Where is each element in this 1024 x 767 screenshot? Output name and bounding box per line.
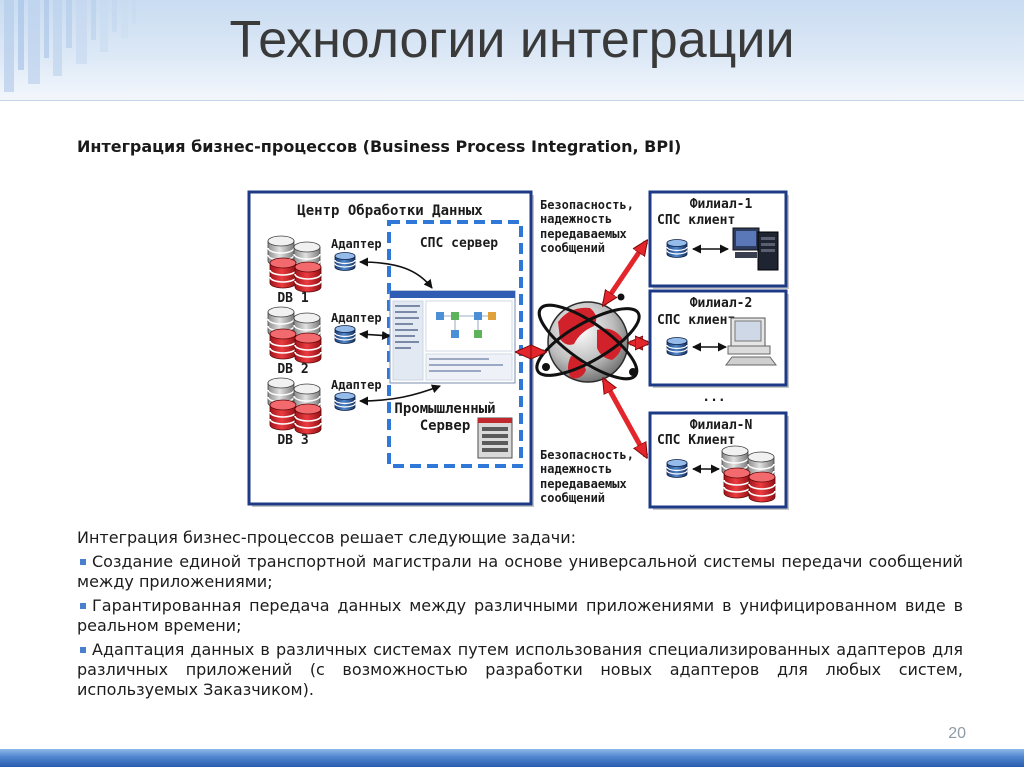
security-note-line: передаваемых bbox=[540, 477, 627, 491]
database-label: DB 2 bbox=[277, 362, 308, 377]
adapter-icon bbox=[667, 240, 687, 258]
branch-ellipsis: ... bbox=[702, 390, 725, 405]
footer-band bbox=[0, 749, 1024, 767]
security-note-line: сообщений bbox=[540, 241, 605, 255]
adapter-label: Адаптер bbox=[331, 237, 382, 251]
branch-title: Филиал-1 bbox=[690, 197, 753, 212]
link-arrow-branch-n bbox=[604, 380, 646, 456]
link-arrow-branch-1 bbox=[604, 242, 646, 304]
adapter-icon bbox=[335, 253, 355, 271]
security-note-line: надежность bbox=[540, 462, 612, 476]
bullet-marker-icon bbox=[80, 647, 86, 653]
data-center-title: Центр Обработки Данных bbox=[297, 203, 483, 219]
security-note-line: сообщений bbox=[540, 491, 605, 505]
security-note-line: надежность bbox=[540, 212, 612, 226]
branch-2-box: Филиал-2 СПС клиент bbox=[650, 291, 789, 388]
tasks-intro: Интеграция бизнес-процессов решает следу… bbox=[77, 528, 963, 548]
server-icon bbox=[478, 418, 512, 458]
branch-client-label: СПС клиент bbox=[657, 313, 735, 328]
security-note-line: Безопасность, bbox=[540, 448, 634, 462]
sps-server-screenshot bbox=[390, 291, 515, 383]
globe-icon bbox=[528, 293, 647, 391]
tasks-section: Интеграция бизнес-процессов решает следу… bbox=[77, 528, 963, 700]
list-item-text: Адаптация данных в различных системах пу… bbox=[77, 640, 963, 699]
list-item: Гарантированная передача данных между ра… bbox=[77, 596, 963, 636]
bullet-marker-icon bbox=[80, 603, 86, 609]
adapter-icon bbox=[667, 460, 687, 478]
industrial-server-label-line1: Промышленный bbox=[394, 401, 495, 417]
branch-n-box: Филиал-N СПС Клиент bbox=[650, 413, 789, 510]
security-note-bottom: Безопасность, надежность передаваемых со… bbox=[540, 448, 634, 505]
page-number: 20 bbox=[930, 725, 966, 743]
list-item-text: Гарантированная передача данных между ра… bbox=[77, 596, 963, 635]
branch-client-label: СПС Клиент bbox=[657, 433, 735, 448]
adapter-icon bbox=[335, 326, 355, 344]
branch-client-label: СПС клиент bbox=[657, 213, 735, 228]
industrial-server-label-line2: Сервер bbox=[420, 418, 471, 434]
security-note-line: Безопасность, bbox=[540, 198, 634, 212]
adapter-label: Адаптер bbox=[331, 311, 382, 325]
list-item-text: Создание единой транспортной магистрали … bbox=[77, 552, 963, 591]
adapter-icon bbox=[335, 393, 355, 411]
security-note-line: передаваемых bbox=[540, 227, 627, 241]
database-label: DB 1 bbox=[277, 291, 308, 306]
adapter-label: Адаптер bbox=[331, 378, 382, 392]
database-label: DB 3 bbox=[277, 433, 308, 448]
branch-1-box: Филиал-1 СПС клиент bbox=[650, 192, 789, 289]
sps-server-label: СПС сервер bbox=[420, 236, 498, 251]
list-item: Создание единой транспортной магистрали … bbox=[77, 552, 963, 592]
adapter-icon bbox=[667, 338, 687, 356]
security-note-top: Безопасность, надежность передаваемых со… bbox=[540, 198, 634, 255]
list-item: Адаптация данных в различных системах пу… bbox=[77, 640, 963, 700]
branch-title: Филиал-N bbox=[690, 418, 753, 433]
bullet-marker-icon bbox=[80, 559, 86, 565]
branch-title: Филиал-2 bbox=[690, 296, 753, 311]
